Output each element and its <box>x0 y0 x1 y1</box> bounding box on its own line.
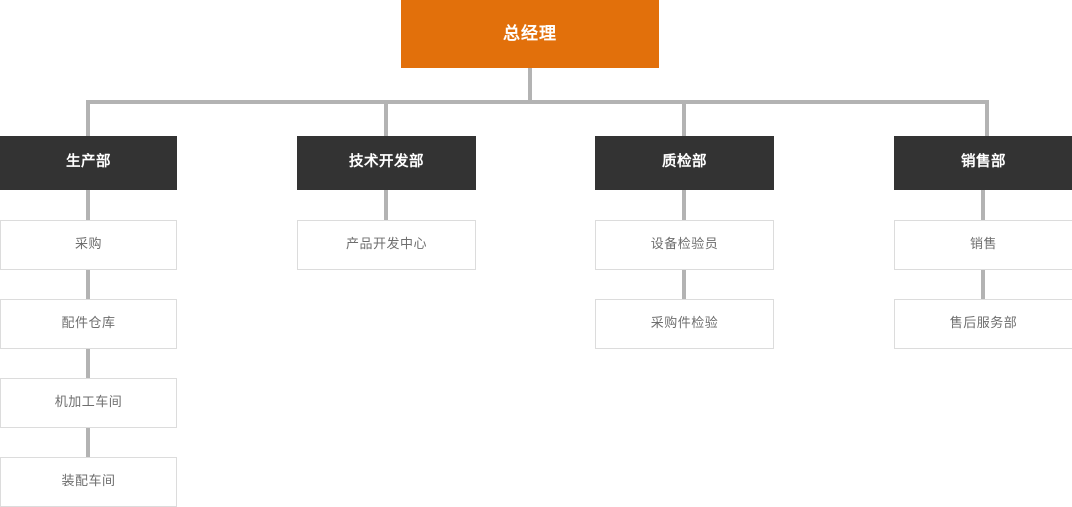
node-dept-production[interactable]: 生产部 <box>0 136 177 190</box>
node-sub-sales[interactable]: 销售 <box>894 220 1072 270</box>
connector-child-3-1-to-3-2 <box>682 270 686 299</box>
node-sub-equipment-inspector[interactable]: 设备检验员 <box>595 220 774 270</box>
connector-dept-3-to-child-1 <box>682 190 686 220</box>
node-sub-after-sales-service[interactable]: 售后服务部 <box>894 299 1072 349</box>
connector-dept-4-to-child-1 <box>981 190 985 220</box>
connector-dept-2-to-child-1 <box>384 190 388 220</box>
node-sub-purchased-parts-inspection[interactable]: 采购件检验 <box>595 299 774 349</box>
connector-bus-to-dept-3 <box>682 100 686 136</box>
connector-child-3-to-child-4 <box>86 428 90 457</box>
connector-child-2-to-child-3 <box>86 349 90 378</box>
connector-child-1-to-child-2 <box>86 270 90 299</box>
node-sub-machining-workshop[interactable]: 机加工车间 <box>0 378 177 428</box>
node-sub-product-development-center[interactable]: 产品开发中心 <box>297 220 476 270</box>
connector-bus-to-dept-4 <box>985 100 989 136</box>
node-root-general-manager[interactable]: 总经理 <box>401 0 659 68</box>
node-dept-sales[interactable]: 销售部 <box>894 136 1072 190</box>
connector-child-4-1-to-4-2 <box>981 270 985 299</box>
connector-root-drop <box>528 68 532 102</box>
node-sub-parts-warehouse[interactable]: 配件仓库 <box>0 299 177 349</box>
connector-dept-1-to-child-1 <box>86 190 90 220</box>
node-sub-assembly-workshop[interactable]: 装配车间 <box>0 457 177 507</box>
node-dept-quality-inspection[interactable]: 质检部 <box>595 136 774 190</box>
connector-horizontal-bus <box>86 100 989 104</box>
node-sub-purchasing[interactable]: 采购 <box>0 220 177 270</box>
connector-bus-to-dept-1 <box>86 100 90 136</box>
connector-bus-to-dept-2 <box>384 100 388 136</box>
node-dept-tech-development[interactable]: 技术开发部 <box>297 136 476 190</box>
